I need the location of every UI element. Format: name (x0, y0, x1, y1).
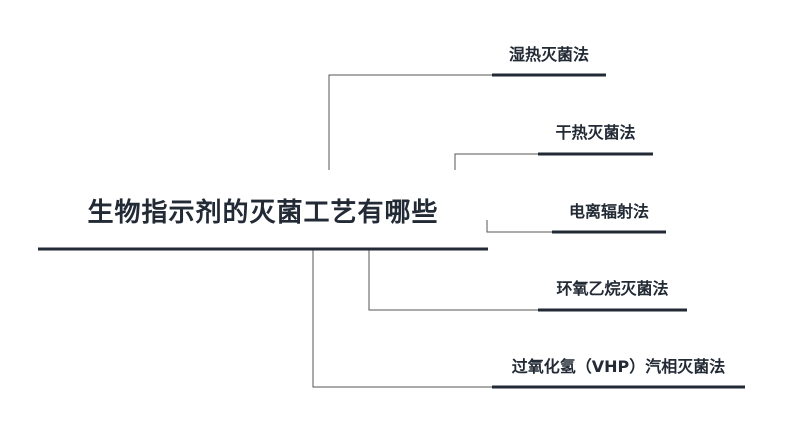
branch-topic-vhp[interactable]: 过氧化氢（VHP）汽相灭菌法 (511, 357, 726, 376)
branch-topic-ethylene-oxide[interactable]: 环氧乙烷灭菌法 (556, 279, 669, 298)
connector-branch-3 (486, 220, 552, 233)
connector-branch-4 (368, 249, 538, 311)
branch-topic-dry-heat[interactable]: 干热灭菌法 (555, 123, 636, 142)
connector-branch-1 (328, 74, 492, 170)
branch-topic-ionizing-radiation[interactable]: 电离辐射法 (568, 202, 649, 221)
connector-branch-5 (312, 249, 492, 388)
root-topic[interactable]: 生物指示剂的灭菌工艺有哪些 (87, 198, 439, 228)
branch-topic-moist-heat[interactable]: 湿热灭菌法 (508, 45, 589, 64)
connector-branch-2 (454, 153, 538, 170)
